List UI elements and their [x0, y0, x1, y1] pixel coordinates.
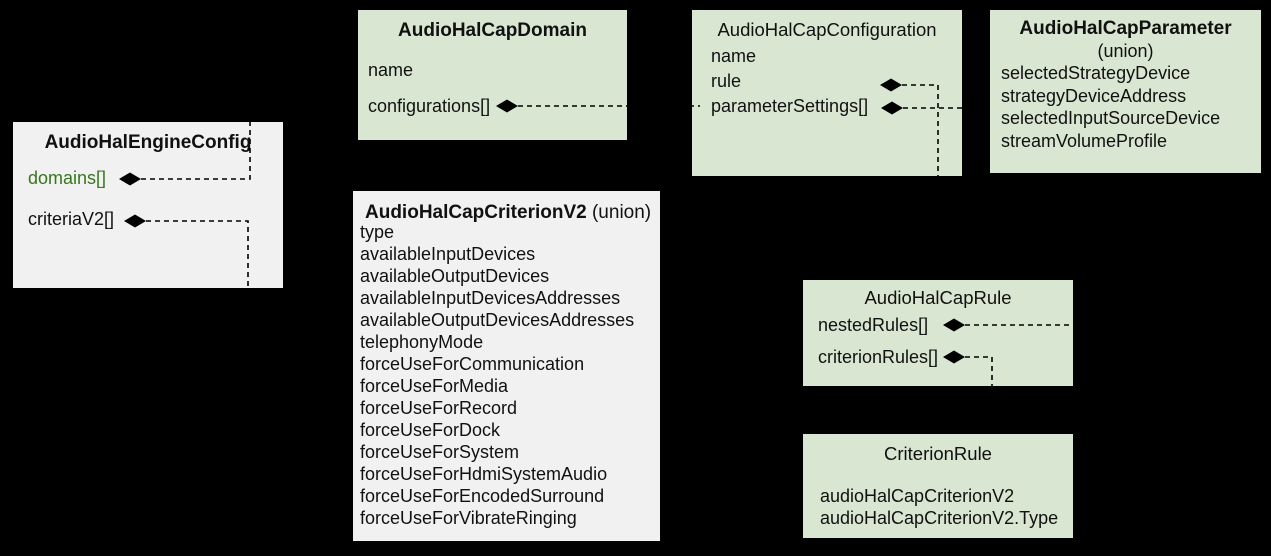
field-selectedinputsourcedevice: selectedInputSourceDevice [1001, 108, 1221, 128]
field-forceuseformedia: forceUseForMedia [360, 376, 509, 396]
field-list: domains[] criteriaV2[] [13, 158, 283, 240]
field-list: nestedRules[] criterionRules[] [803, 309, 1073, 373]
field-forceuseforrecord: forceUseForRecord [360, 398, 518, 418]
box-audiohalcapparameter: AudioHalCapParameter (union) selectedStr… [990, 10, 1261, 173]
field-forceuseforcommunication: forceUseForCommunication [360, 354, 585, 374]
field-list: audioHalCapCriterionV2 audioHalCapCriter… [803, 485, 1073, 529]
field-domains: domains[] [28, 168, 107, 188]
field-telephonymode: telephonyMode [360, 332, 484, 352]
field-forceusefordock: forceUseForDock [360, 420, 501, 440]
field-streamvolumeprofile: streamVolumeProfile [1001, 130, 1168, 151]
field-nestedrules: nestedRules[] [818, 315, 929, 335]
field-list: name configurations[] [358, 52, 627, 124]
field-selectedstrategydevice: selectedStrategyDevice [1001, 63, 1191, 83]
field-availableinputdevices: availableInputDevices [360, 244, 536, 264]
field-criteriav2: criteriaV2[] [28, 209, 115, 229]
box-title-audiohalcapparameter: AudioHalCapParameter [1019, 18, 1232, 39]
box-criterionrule: CriterionRule audioHalCapCriterionV2 aud… [803, 434, 1073, 538]
field-criterionrules: criterionRules[] [818, 347, 939, 367]
field-rule: rule [711, 71, 742, 91]
field-availableinputdevicesaddresses: availableInputDevicesAddresses [360, 288, 621, 308]
field-strategydeviceaddress: strategyDeviceAddress [1001, 85, 1187, 106]
box-title-audiohalcapconfiguration: AudioHalCapConfiguration [717, 19, 937, 40]
box-title-audiohalcapdomain: AudioHalCapDomain [398, 20, 587, 41]
field-forceuseforhdmisystemaudio: forceUseForHdmiSystemAudio [360, 464, 608, 484]
box-subtitle-union: (union) [1097, 41, 1154, 61]
field-availableoutputdevicesaddresses: availableOutputDevicesAddresses [360, 310, 635, 330]
box-title-criterionrule: CriterionRule [884, 443, 992, 464]
field-parametersettings: parameterSettings[] [711, 96, 869, 116]
field-forceuseforsystem: forceUseForSystem [360, 442, 520, 462]
box-title-audiohalengineconfig: AudioHalEngineConfig [44, 132, 252, 153]
field-forceuseforvibrateringing: forceUseForVibrateRinging [360, 508, 577, 528]
box-title-audiohalcaprule: AudioHalCapRule [864, 287, 1012, 308]
field-type: type [360, 222, 395, 242]
field-list: type availableInputDevices availableOutp… [353, 221, 660, 529]
field-configurations: configurations[] [368, 96, 491, 116]
title-main: AudioHalCapCriterionV2 [365, 202, 587, 223]
field-name: name [368, 60, 414, 80]
box-audiohalcapdomain: AudioHalCapDomain name configurations[] [358, 10, 627, 140]
box-audiohalcapconfiguration: AudioHalCapConfiguration name rule param… [692, 10, 962, 176]
field-list: selectedStrategyDevice strategyDeviceAdd… [990, 62, 1261, 152]
box-audiohalengineconfig: AudioHalEngineConfig domains[] criteriaV… [13, 122, 283, 288]
field-name: name [711, 46, 757, 66]
title-union-suffix: (union) [586, 202, 652, 223]
field-audiohalcapcriterionv2: audioHalCapCriterionV2 [820, 486, 1015, 506]
field-availableoutputdevices: availableOutputDevices [360, 266, 550, 286]
box-audiohalcaprule: AudioHalCapRule nestedRules[] criterionR… [803, 280, 1073, 386]
box-audiohalcapcriterionv2: AudioHalCapCriterionV2 (union) type avai… [353, 191, 660, 541]
field-forceuseforencodedsurround: forceUseForEncodedSurround [360, 486, 605, 506]
field-audiohalcapcriterionv2-type: audioHalCapCriterionV2.Type [820, 508, 1059, 528]
box-title-audiohalcapcriterionv2: AudioHalCapCriterionV2 (union) [353, 202, 660, 224]
field-list: name rule parameterSettings[] [692, 44, 962, 119]
